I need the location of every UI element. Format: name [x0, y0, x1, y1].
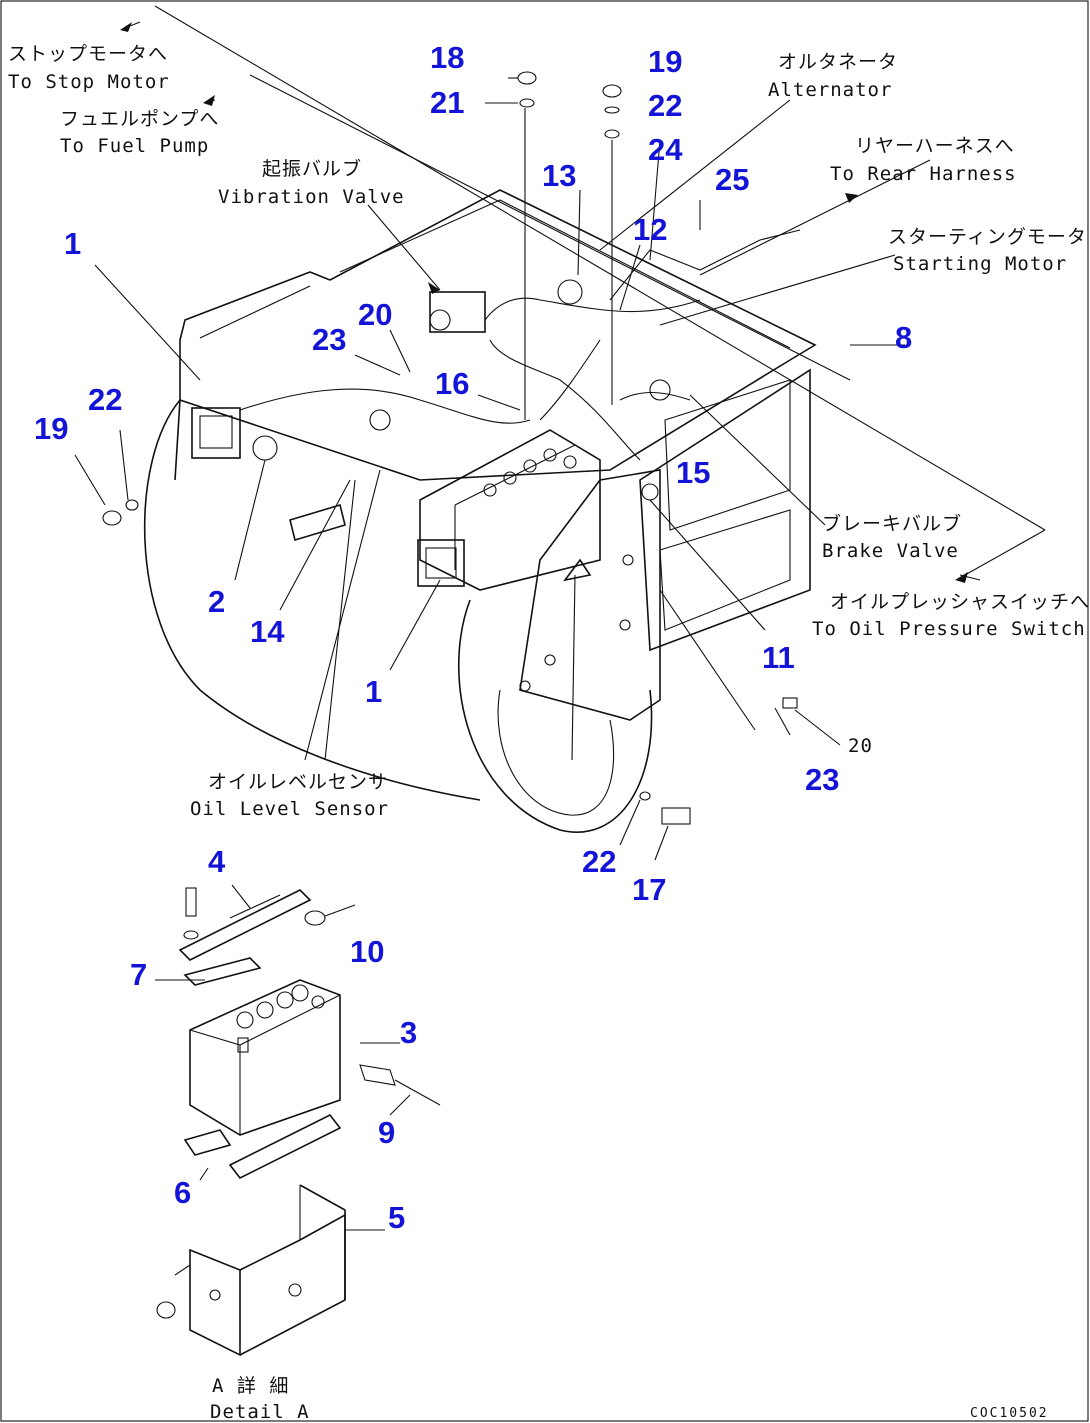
label-alternator-jp: オルタネータ	[778, 51, 898, 73]
part-number: 15	[676, 455, 710, 490]
part-number: 24	[648, 132, 683, 167]
label-vibration-valve: 起振バルブ Vibration Valve	[218, 157, 405, 208]
part-number: 6	[174, 1175, 191, 1210]
label-brake-valve-en: Brake Valve	[822, 540, 959, 562]
arrow-icon	[845, 193, 858, 203]
label-detail-a-jp: A 詳 細	[212, 1375, 289, 1397]
label-twenty: 20	[848, 735, 873, 757]
label-vibration-valve-en: Vibration Valve	[218, 186, 405, 208]
label-rear-harness-en: To Rear Harness	[830, 163, 1017, 185]
part-number: 22	[582, 844, 616, 879]
part-number: 1	[365, 674, 382, 709]
part-number: 3	[400, 1015, 417, 1050]
part-number: 4	[208, 844, 226, 879]
arrow-icon	[428, 282, 440, 294]
part-number: 17	[632, 872, 666, 907]
part-number: 12	[633, 212, 667, 247]
label-fuel-pump: フュエルポンプへ To Fuel Pump	[60, 108, 219, 157]
part-number: 7	[130, 957, 147, 992]
part-numbers: 18 21 19 22 24 13 25 12 1 20 23 16 8 22 …	[34, 40, 912, 1235]
label-rear-harness-jp: リヤーハーネスへ	[855, 135, 1015, 157]
label-alternator-en: Alternator	[768, 79, 892, 101]
detail-a-assembly	[155, 884, 441, 1357]
arrow-icon	[955, 572, 968, 583]
label-oil-level-sensor-en: Oil Level Sensor	[190, 798, 389, 820]
part-number: 21	[430, 85, 464, 120]
label-alternator: オルタネータ Alternator	[768, 51, 898, 101]
part-number: 5	[388, 1200, 405, 1235]
label-brake-valve-jp: ブレーキバルブ	[822, 512, 962, 535]
arrow-icon	[203, 95, 215, 106]
label-vibration-valve-jp: 起振バルブ	[262, 157, 362, 180]
label-oil-pressure-switch-en: To Oil Pressure Switch	[812, 618, 1086, 640]
label-fuel-pump-en: To Fuel Pump	[60, 135, 209, 157]
part-number: 2	[208, 584, 225, 619]
part-number: 10	[350, 934, 384, 969]
part-number: 22	[648, 88, 682, 123]
part-number: 20	[358, 297, 392, 332]
label-starting-motor: スターティングモータ Starting Motor	[888, 226, 1087, 275]
label-brake-valve: ブレーキバルブ Brake Valve	[822, 512, 962, 562]
part-number: 23	[805, 762, 839, 797]
label-oil-pressure-switch: オイルプレッシャスイッチへ To Oil Pressure Switch	[812, 591, 1090, 640]
label-rear-harness: リヤーハーネスへ To Rear Harness	[830, 135, 1017, 185]
part-number: 9	[378, 1115, 395, 1150]
part-number: 19	[34, 411, 68, 446]
part-number: 13	[542, 158, 576, 193]
label-oil-level-sensor-jp: オイルレベルセンサ	[208, 771, 388, 793]
label-starting-motor-jp: スターティングモータ	[888, 226, 1087, 248]
label-stop-motor: ストップモータへ To Stop Motor	[8, 43, 170, 93]
part-number: 1	[64, 226, 81, 261]
label-starting-motor-en: Starting Motor	[893, 253, 1067, 275]
part-number: 19	[648, 44, 682, 79]
part-number: 22	[88, 382, 122, 417]
part-number: 8	[895, 320, 912, 355]
part-number: 14	[250, 614, 285, 649]
part-number: 25	[715, 162, 749, 197]
part-number: 16	[435, 366, 469, 401]
leader-lines	[74, 5, 1046, 861]
label-detail-a-en: Detail A	[210, 1401, 310, 1423]
part-number: 18	[430, 40, 464, 75]
main-assembly	[102, 71, 817, 833]
label-detail-a: A 詳 細 Detail A	[210, 1375, 310, 1423]
label-stop-motor-en: To Stop Motor	[8, 71, 170, 93]
arrow-icon	[120, 22, 132, 32]
drawing-code: COC10502	[970, 1406, 1049, 1421]
part-number: 23	[312, 322, 346, 357]
label-stop-motor-jp: ストップモータへ	[8, 43, 168, 65]
label-fuel-pump-jp: フュエルポンプへ	[60, 108, 219, 130]
label-oil-pressure-switch-jp: オイルプレッシャスイッチへ	[830, 591, 1090, 613]
label-oil-level-sensor: オイルレベルセンサ Oil Level Sensor	[190, 771, 389, 820]
arrowheads	[120, 22, 968, 583]
part-number: 11	[762, 640, 795, 675]
